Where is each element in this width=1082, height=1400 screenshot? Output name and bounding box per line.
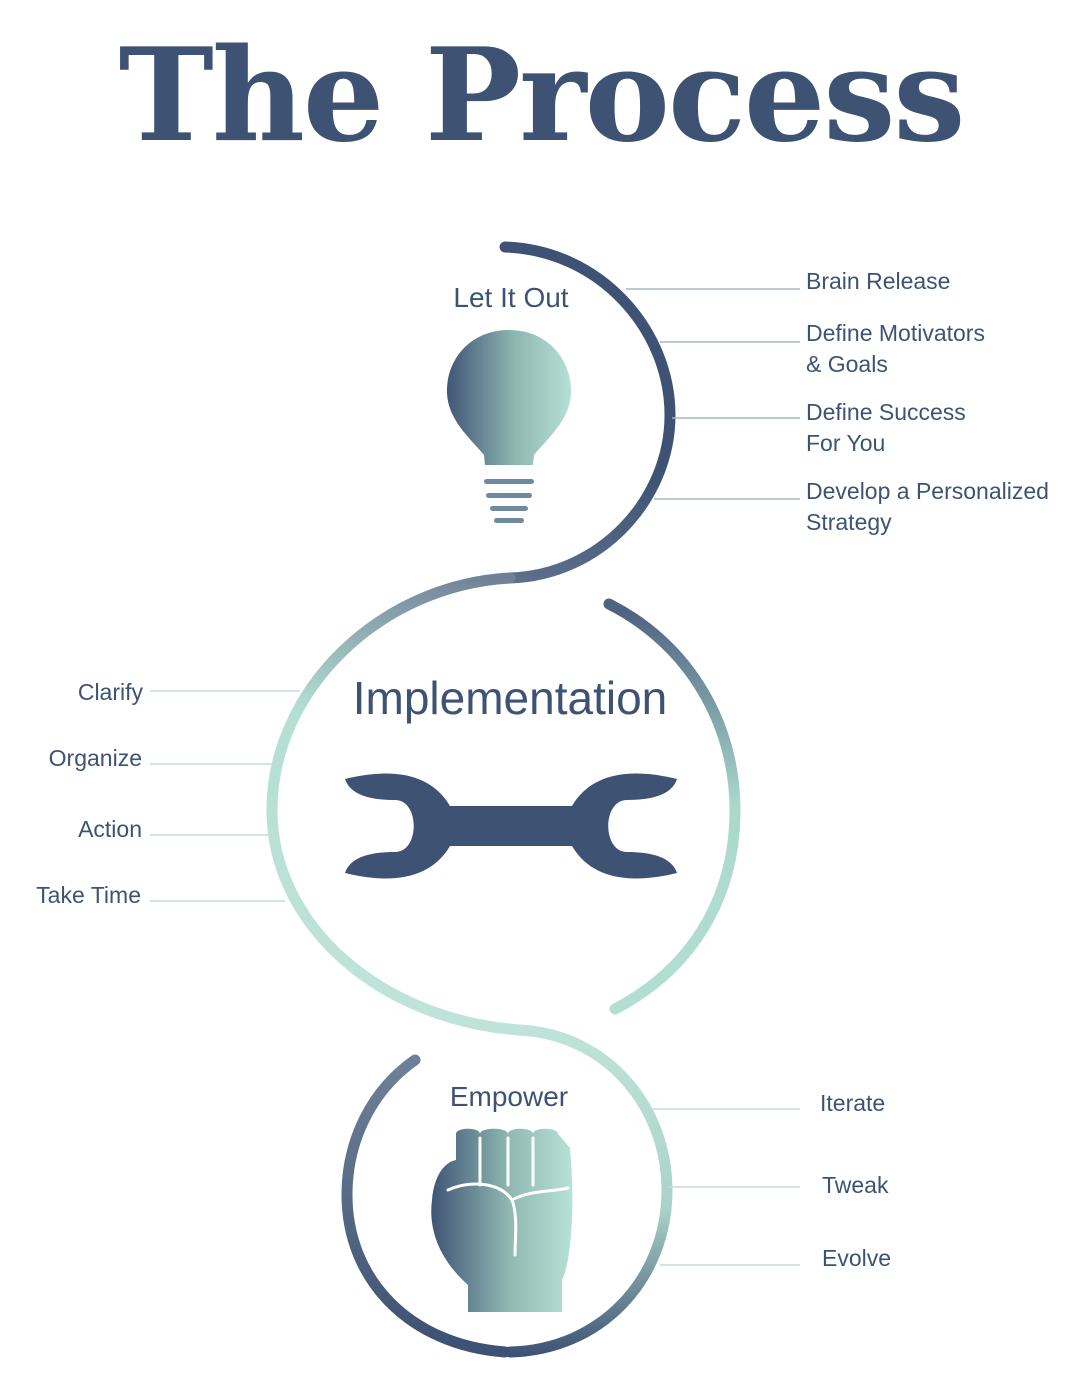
label-define-success-2: For You [806,430,885,456]
label-define-success: Define Success [806,399,966,425]
stage-let-it-out-label: Let It Out [453,282,568,313]
middle-right-arc [603,598,741,1015]
label-action: Action [78,816,142,842]
stage-empower-label: Empower [450,1081,568,1112]
bottom-right-arc [504,1024,673,1358]
label-define-motivators-2: & Goals [806,351,888,377]
stage-implementation-label: Implementation [353,672,668,724]
middle-left-arc [266,572,526,1036]
wrench-icon [345,773,677,879]
label-develop-strategy: Develop a Personalized [806,478,1049,504]
label-develop-strategy-2: Strategy [806,509,892,535]
label-evolve: Evolve [822,1245,891,1271]
page-title: The Process [118,21,966,171]
label-brain-release: Brain Release [806,268,950,294]
label-iterate: Iterate [820,1090,885,1116]
label-organize: Organize [49,745,142,771]
lightbulb-icon [446,330,572,523]
label-define-motivators: Define Motivators [806,320,985,346]
label-clarify: Clarify [78,679,144,705]
label-take-time: Take Time [36,882,141,908]
fist-icon [431,1128,573,1312]
bottom-left-arc [341,1054,511,1358]
top-arc [499,241,676,584]
label-tweak: Tweak [822,1172,889,1198]
